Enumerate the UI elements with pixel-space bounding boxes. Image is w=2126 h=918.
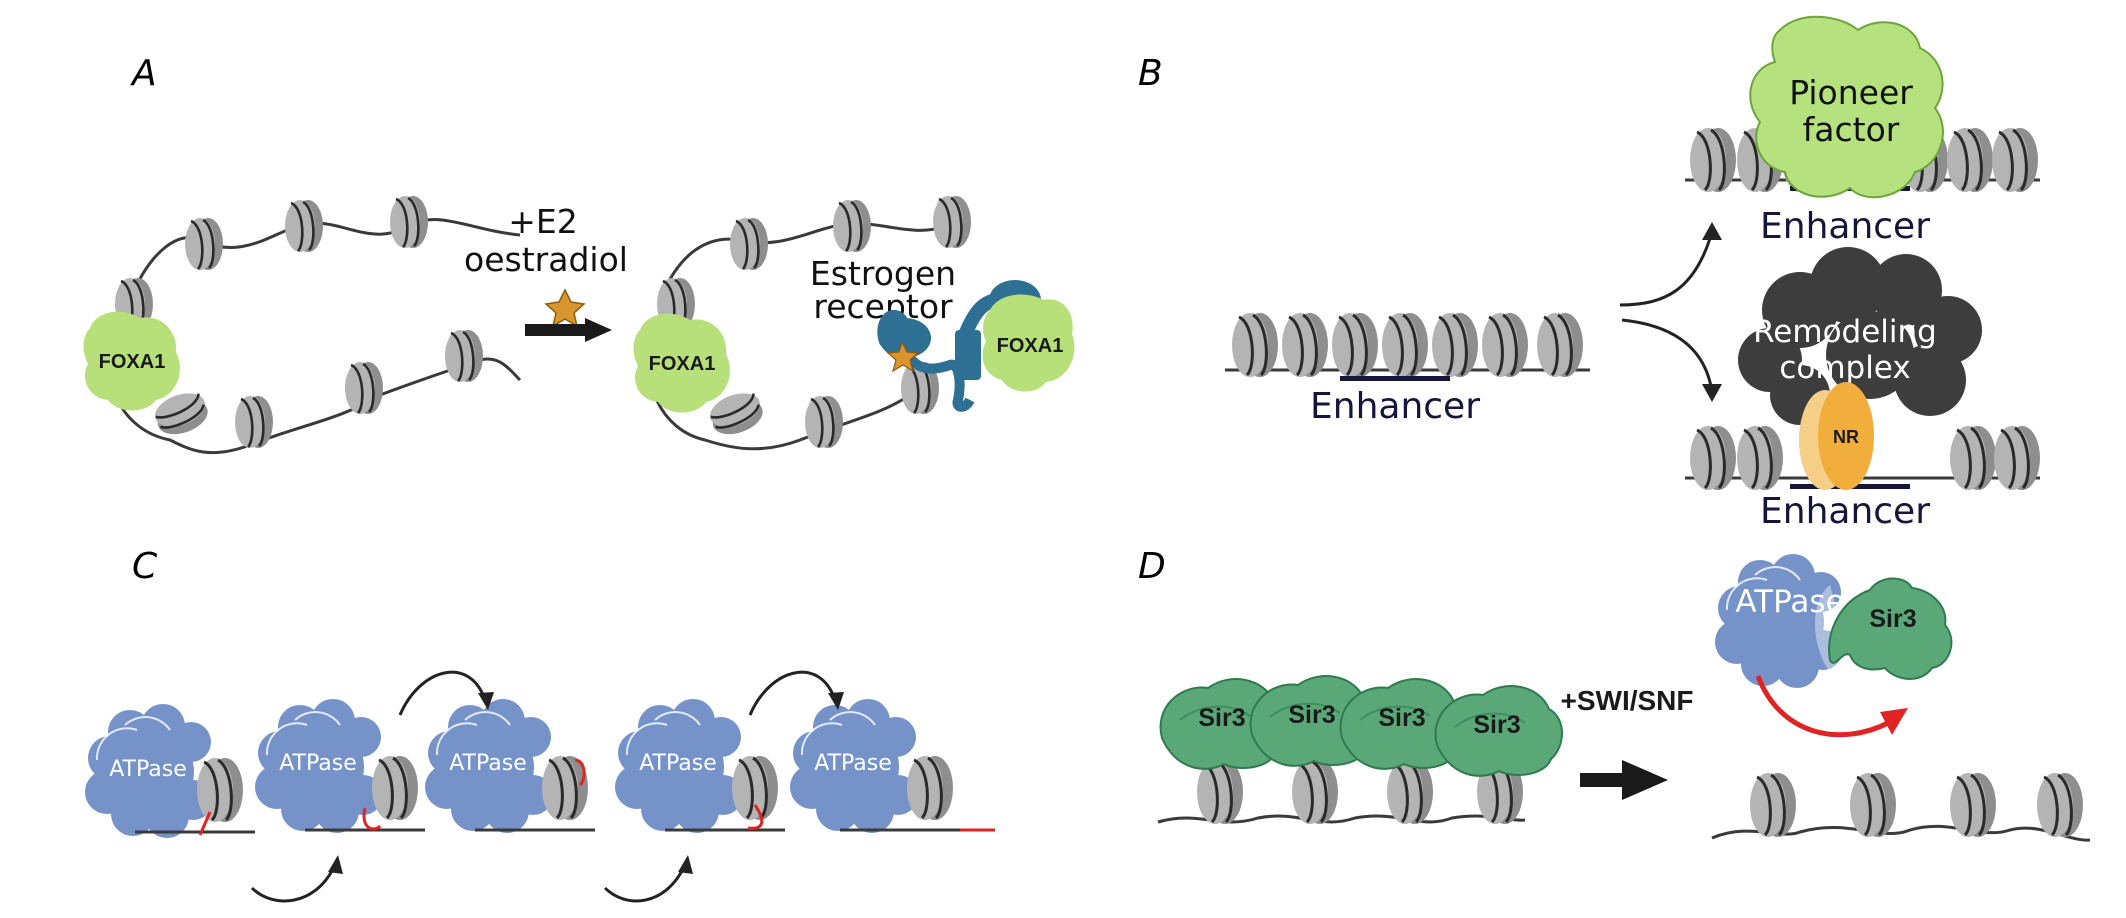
pioneer-factor-protein: Pioneer factor xyxy=(1749,15,1944,199)
remodeled-array xyxy=(1711,771,2091,842)
atpase-label-4: ATPase xyxy=(639,751,717,776)
factor-label: factor xyxy=(1803,110,1900,149)
sir3-label-3: Sir3 xyxy=(1378,704,1425,732)
sir3-label-1: Sir3 xyxy=(1198,704,1245,732)
panel-b: B Enhancer xyxy=(1138,15,2042,532)
treatment-arrow-shaft xyxy=(525,324,587,336)
sir3-chain: Sir3 Sir3 Sir3 Sir3 xyxy=(1159,675,1563,777)
branch-arrow-down-head xyxy=(1702,384,1722,402)
atpase-unit-2: ATPase xyxy=(254,698,425,834)
sir3-bound-array xyxy=(1157,758,1526,826)
panel-a: A FOXA1 +E2 oestradiol xyxy=(83,53,1075,455)
atpase-unit-5: ATPase xyxy=(789,698,995,834)
treatment-arrow-icon xyxy=(525,318,612,342)
swi-snf-arrow-icon xyxy=(1622,760,1668,800)
atpase-label-3: ATPase xyxy=(449,751,527,776)
enhancer-label-left: Enhancer xyxy=(1310,386,1480,427)
atpase-label-d: ATPase xyxy=(1735,584,1844,620)
foxa1-label-right-a: FOXA1 xyxy=(649,353,716,375)
sir3-released-label: Sir3 xyxy=(1869,605,1916,633)
complex-label: complex xyxy=(1779,350,1910,386)
e2-label: +E2 xyxy=(508,202,578,241)
atpase-unit-1: ATPase xyxy=(84,703,255,839)
step-arrow-4 xyxy=(748,670,837,716)
branch-arrow-up-head xyxy=(1702,222,1722,240)
atpase-evicting: ATPase xyxy=(1714,553,1851,689)
sir3-label-2: Sir3 xyxy=(1288,701,1335,729)
foxa1-protein-right-a: FOXA1 xyxy=(633,313,730,413)
panel-b-letter: B xyxy=(1138,53,1163,94)
enhancer-label-bottom: Enhancer xyxy=(1760,491,1930,532)
branch-arrow-down xyxy=(1621,318,1714,393)
swi-snf-label: +SWI/SNF xyxy=(1560,685,1693,716)
chromatin-loop-left xyxy=(106,194,522,455)
enhancer-label-top: Enhancer xyxy=(1760,206,1930,247)
panel-c: C ATPase ATPase ATPase xyxy=(84,546,995,903)
nucleosome-array-left xyxy=(1225,311,1590,381)
atpase-label-1: ATPase xyxy=(109,757,187,782)
atpase-label-5: ATPase xyxy=(814,751,892,776)
estrogen-label: Estrogen xyxy=(810,254,956,293)
atpase-unit-4: ATPase xyxy=(614,698,785,834)
sir3-released: Sir3 xyxy=(1828,577,1953,680)
atpase-label-2: ATPase xyxy=(279,751,357,776)
eviction-arrow xyxy=(1755,675,1892,738)
step-arrow-1 xyxy=(250,864,337,903)
estradiol-star-icon xyxy=(544,288,586,328)
swi-snf-arrow-shaft xyxy=(1580,773,1625,787)
nuclear-receptor-protein: NR xyxy=(1799,382,1874,490)
branch-arrow-up xyxy=(1619,231,1714,307)
step-arrow-3 xyxy=(603,864,687,903)
atpase-unit-3: ATPase xyxy=(424,698,595,834)
foxa1-protein-left: FOXA1 xyxy=(83,311,180,411)
panel-a-letter: A xyxy=(130,53,157,94)
nr-label: NR xyxy=(1833,427,1859,447)
step-arrow-2 xyxy=(398,670,487,716)
foxa1-label-right-b: FOXA1 xyxy=(997,335,1064,357)
step-arrows xyxy=(250,670,844,903)
remodeling-complex-protein: Remodeling complex xyxy=(1738,247,1982,425)
eviction-arrow-head xyxy=(1880,708,1908,735)
panel-c-letter: C xyxy=(132,546,158,587)
remodeling-label: Remodeling xyxy=(1753,314,1937,350)
foxa1-protein-right-b: FOXA1 xyxy=(982,294,1075,392)
enhancer-bar-left xyxy=(1340,376,1450,381)
oestradiol-label: oestradiol xyxy=(464,240,628,279)
foxa1-label-left: FOXA1 xyxy=(99,351,166,373)
sir3-label-4: Sir3 xyxy=(1473,711,1520,739)
panel-d-letter: D xyxy=(1138,546,1166,587)
panel-d: D Sir3 Sir3 Sir3 Sir3 +SWI/SNF xyxy=(1138,546,2091,842)
pioneer-label: Pioneer xyxy=(1789,73,1913,112)
